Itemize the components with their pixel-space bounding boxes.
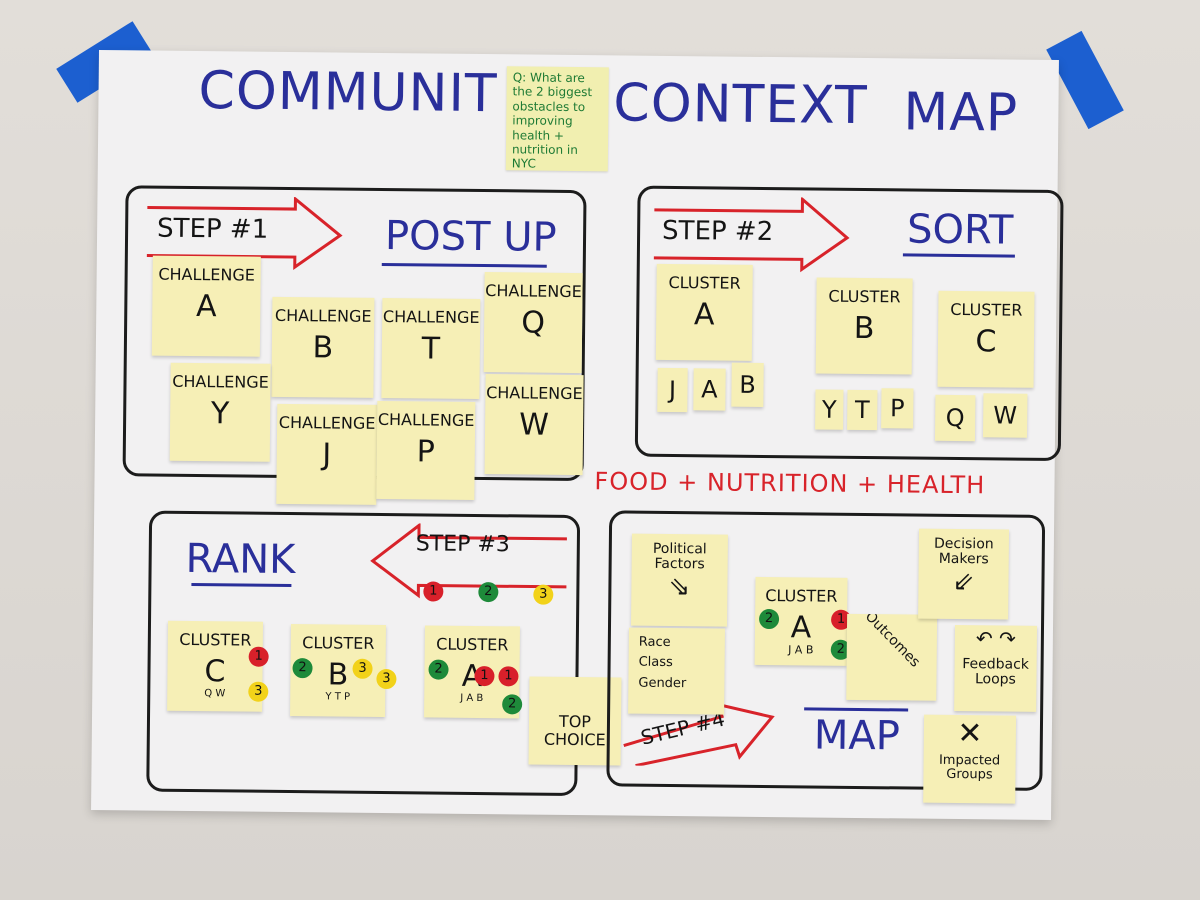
rank-heading: RANK [185,535,296,584]
rank-a-dot-4: 2 [502,694,523,715]
question-sticky-note: Q: What are the 2 biggest obstacles to i… [505,66,609,172]
center-label: FOOD + NUTRITION + HEALTH [594,467,986,500]
sort-heading: SORT [906,206,1014,254]
member-t: T [847,389,878,431]
title-word-3: MAP [903,82,1019,144]
rank-a-dot-2: 1 [474,665,495,687]
member-p: P [881,388,914,429]
arrow-step3 [370,522,567,599]
rank-a-dot-3: 1 [498,666,519,687]
title-word-2: CONTEXT [613,73,869,137]
map-a-dot-1: 2 [758,608,780,630]
arrow-step4 [623,702,775,768]
member-w: W [982,393,1028,438]
impacted-groups-sticky: ✕Impacted Groups [923,714,1017,804]
factors-sticky: Race Class Gender [628,627,725,715]
legend-dot-red: 1 [423,581,444,602]
step3-label: STEP #3 [415,531,510,558]
rank-c-dot-1: 1 [248,646,269,667]
feedback-loops-sticky: ↶ ↷Feedback Loops [954,624,1038,712]
member-b: B [731,362,764,407]
legend-dot-yellow: 3 [533,584,554,605]
member-q: Q [934,394,976,442]
rank-a-dot-1: 2 [428,659,449,680]
member-a: A [693,368,726,411]
poster-paper: COMMUNIT Q: What are the 2 biggest obsta… [91,49,1064,821]
member-j: J [657,367,688,413]
rank-b-dot-1: 2 [292,658,313,679]
outcomes-sticky: Outcomes [846,613,938,701]
decision-makers-sticky: Decision Makers⇙ [918,528,1010,620]
legend-dot-green: 2 [478,581,499,603]
rank-b-dot-3: 3 [376,668,397,690]
rank-c-dot-2: 3 [248,681,269,702]
post-up-heading: POST UP [384,213,557,261]
step1-label: STEP #1 [156,213,269,245]
step2-label: STEP #2 [661,215,774,248]
map-heading: MAP [813,712,901,760]
arrow-step1 [146,195,343,270]
title-word-1: COMMUNIT [198,61,498,125]
rank-b-dot-2: 3 [352,658,373,679]
arrow-step2 [653,196,850,273]
political-factors-sticky: Political Factors⇘ [631,533,728,627]
member-y: Y [815,389,844,430]
